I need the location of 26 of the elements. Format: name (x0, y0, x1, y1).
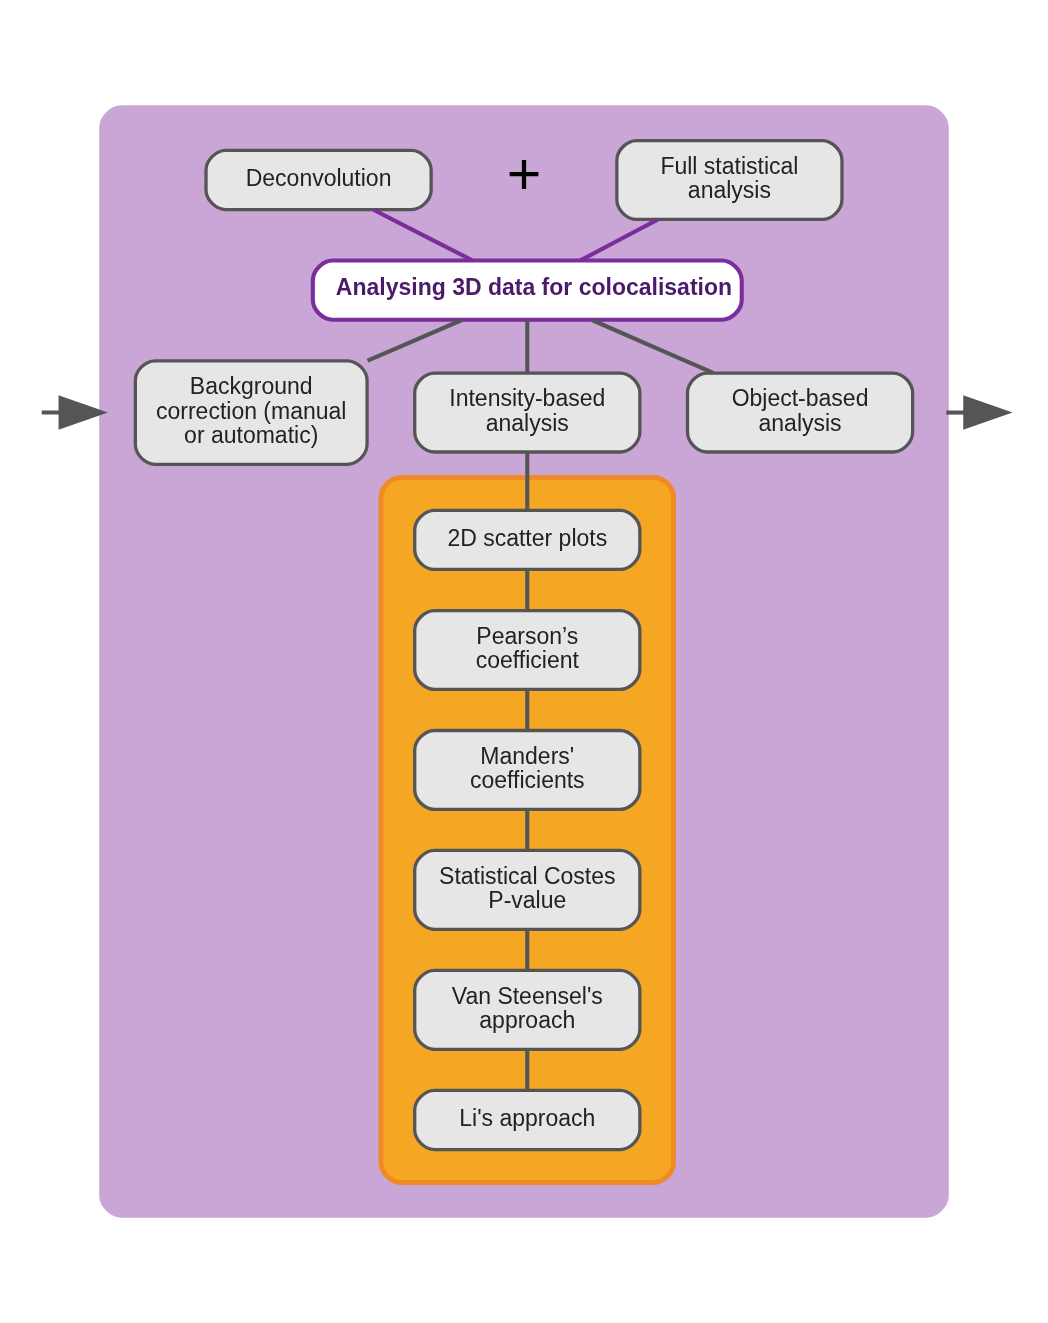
node-box: Van Steensel's approach (413, 968, 642, 1051)
node-box: Analysing 3D data for colocalisation (310, 258, 744, 322)
node-box: Intensity-based analysis (413, 371, 642, 454)
connector (579, 217, 659, 263)
connector (525, 689, 530, 731)
connector (525, 569, 530, 611)
node-box: Full statistical analysis (615, 138, 844, 222)
arrow (946, 395, 1013, 430)
node-box: Object-based analysis (685, 371, 915, 454)
node-box: Manders' coefficients (413, 728, 642, 812)
label: + (506, 140, 542, 208)
node-box: Pearson’s coefficient (413, 608, 642, 692)
connector (591, 318, 714, 375)
cluster (99, 105, 949, 1218)
connector (525, 320, 530, 373)
node-box: Li's approach (413, 1088, 642, 1152)
connector (366, 318, 463, 363)
connector (525, 929, 530, 971)
node-box: Background correction (manual or automatic) (133, 359, 369, 466)
cluster (378, 475, 676, 1185)
node-box: Deconvolution (204, 148, 433, 212)
node-box: Statistical Costes P-value (413, 848, 642, 931)
connector (525, 452, 530, 510)
node-box: 2D scatter plots (413, 508, 642, 572)
connector (525, 809, 530, 851)
connector (525, 1049, 530, 1091)
